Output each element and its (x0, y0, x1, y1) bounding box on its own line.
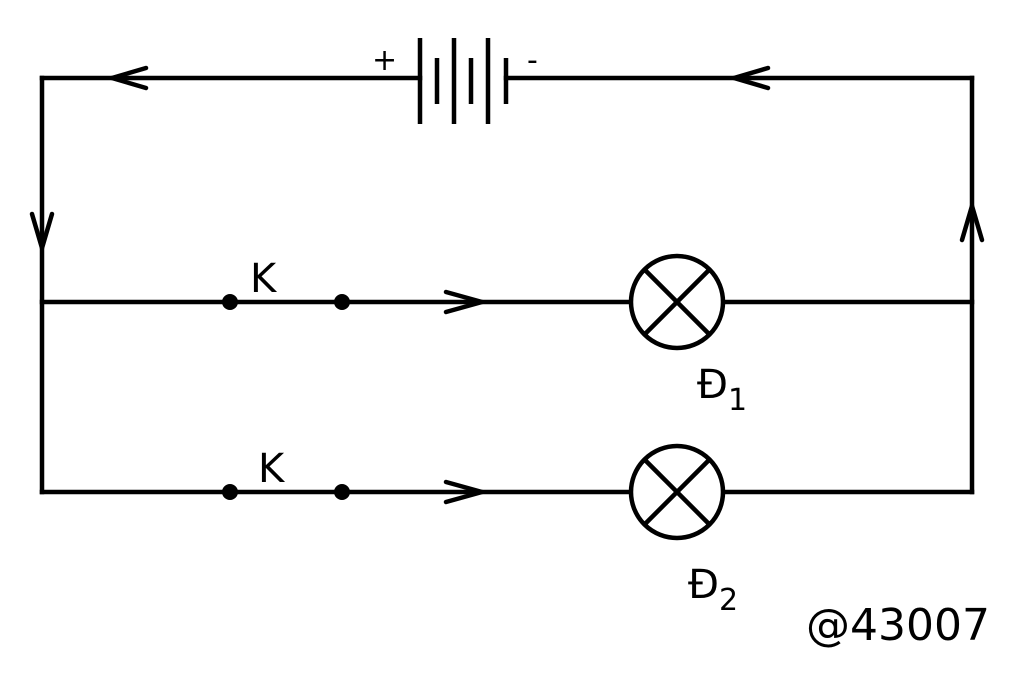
switch-label-top: K (250, 256, 278, 302)
current-arrow-left-down (29, 211, 55, 251)
switch-terminal-top-2 (334, 294, 350, 310)
switch-terminal-top-1 (222, 294, 238, 310)
watermark: @43007 (806, 600, 990, 651)
lamp-2 (628, 443, 726, 541)
battery-plus-label: + (372, 43, 397, 78)
current-arrow-branch-top (443, 289, 485, 315)
current-arrow-top-right (731, 65, 771, 91)
lamp-1 (628, 253, 726, 351)
switch-label-bottom: K (258, 446, 286, 492)
current-arrow-branch-bottom (443, 479, 485, 505)
switch-terminal-bottom-2 (334, 484, 350, 500)
battery (417, 38, 509, 124)
battery-minus-label: - (527, 43, 538, 78)
lamp-label-1: Đ1 (697, 362, 747, 418)
current-arrow-top-left (109, 65, 149, 91)
switch-terminal-bottom-1 (222, 484, 238, 500)
current-arrow-right-up (959, 203, 985, 243)
lamp-label-2: Đ2 (688, 562, 738, 618)
